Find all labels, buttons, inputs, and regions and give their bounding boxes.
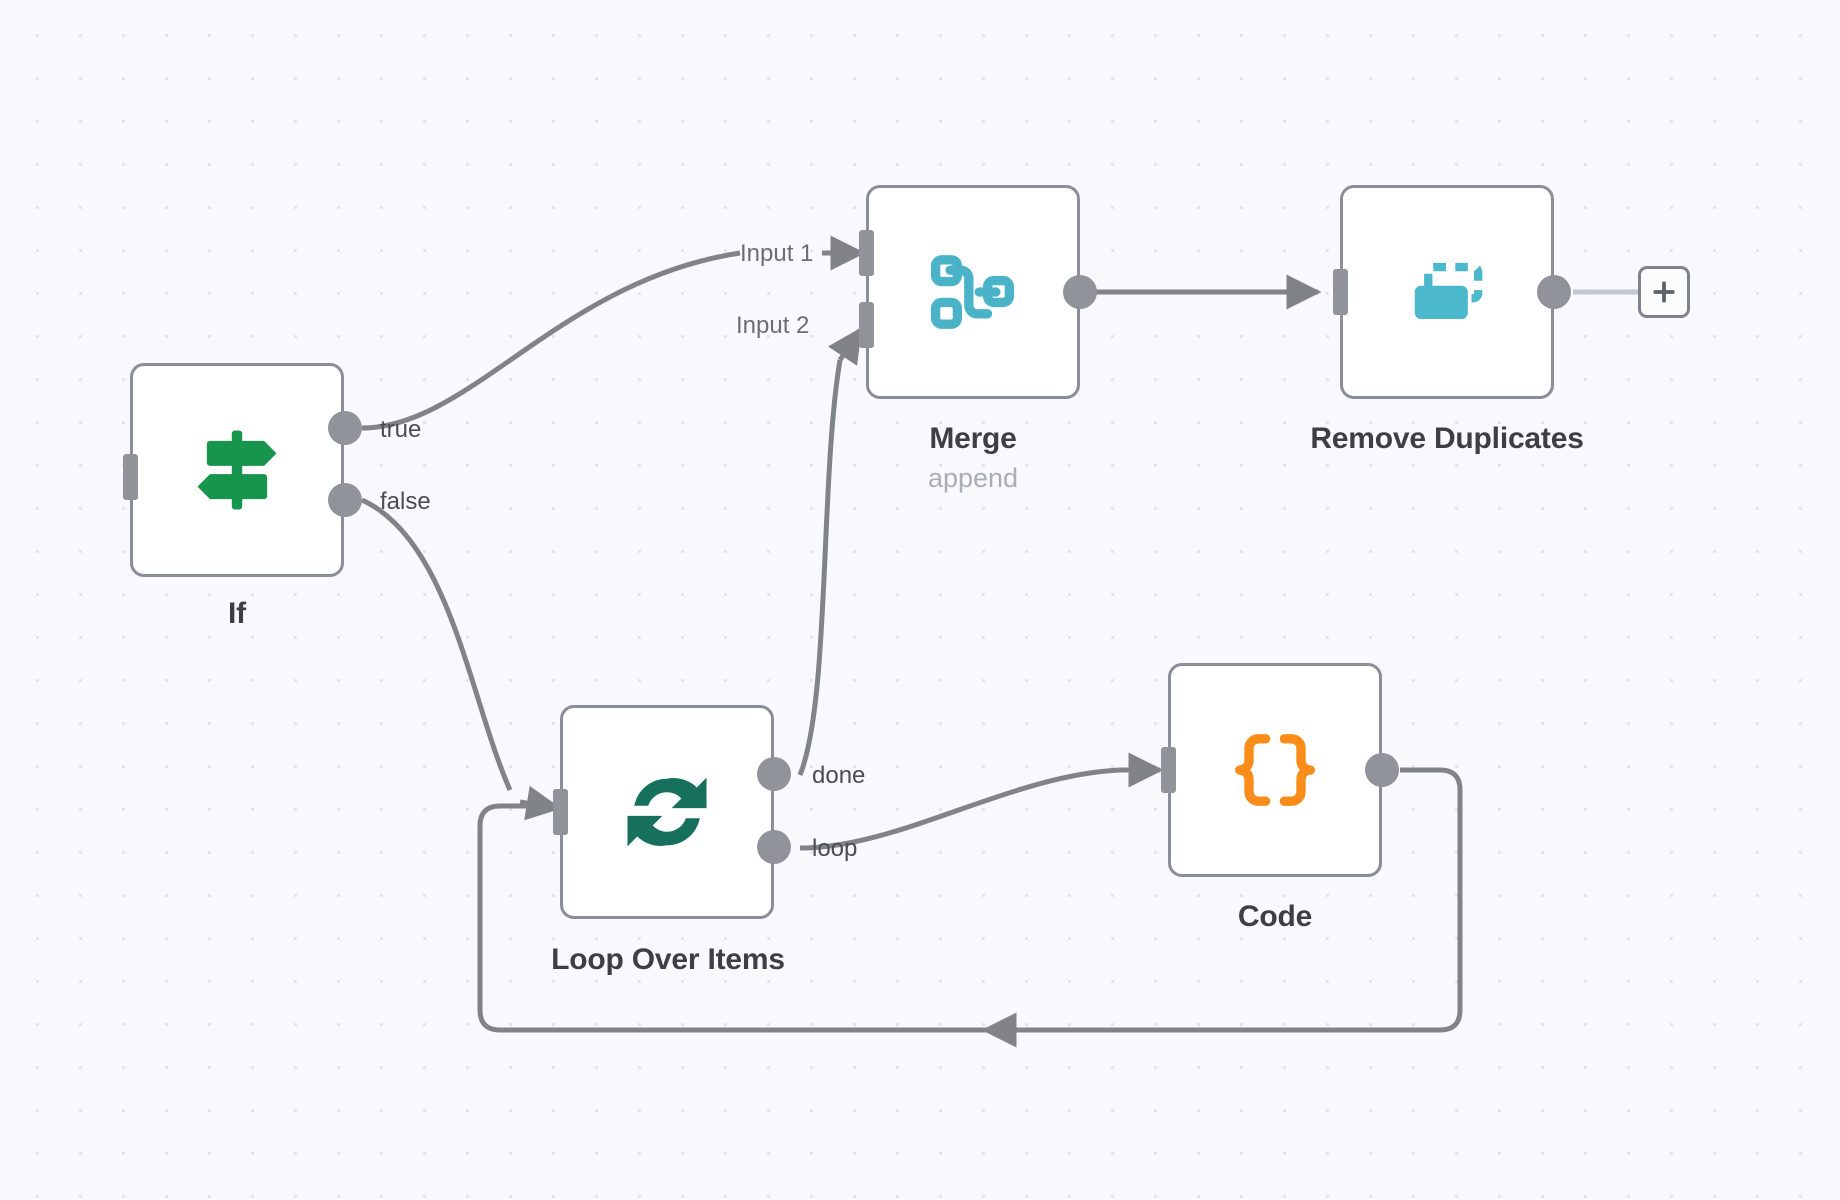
- node-if-output-false-label: false: [380, 488, 431, 515]
- edge-loop-done-to-merge-input2: [797, 359, 843, 776]
- node-loop-over-items-output-loop-label: loop: [812, 835, 858, 862]
- node-if-label: If: [228, 597, 246, 630]
- merge-tree-icon: [921, 240, 1025, 344]
- node-merge-label: Merge: [929, 422, 1017, 455]
- curly-braces-icon: [1223, 718, 1327, 822]
- node-code-input-port[interactable]: [1161, 747, 1176, 793]
- node-if-input-port[interactable]: [123, 454, 138, 500]
- node-loop-over-items-output-done-port[interactable]: [757, 757, 791, 791]
- node-merge-input1-label: Input 1: [740, 240, 814, 267]
- plus-icon: [1653, 281, 1675, 303]
- node-if-output-true-port[interactable]: [328, 411, 362, 445]
- node-if-output-false-port[interactable]: [328, 483, 362, 517]
- node-merge-input2-label: Input 2: [736, 312, 810, 339]
- node-remove-duplicates-output-port[interactable]: [1537, 275, 1571, 309]
- node-remove-duplicates[interactable]: [1340, 185, 1554, 399]
- node-remove-duplicates-label: Remove Duplicates: [1310, 422, 1584, 455]
- edge-arrowhead-merge-input2: [827, 327, 863, 366]
- node-merge-input2-port[interactable]: [859, 302, 874, 348]
- node-merge-sublabel: append: [927, 463, 1019, 493]
- node-loop-over-items-label: Loop Over Items: [551, 943, 785, 976]
- node-merge[interactable]: [866, 185, 1080, 399]
- node-loop-over-items-input-port[interactable]: [553, 789, 568, 835]
- node-merge-input1-port[interactable]: [859, 230, 874, 276]
- node-loop-over-items[interactable]: [560, 705, 774, 919]
- node-loop-over-items-output-loop-port[interactable]: [757, 830, 791, 864]
- signpost-icon: [185, 418, 289, 522]
- node-merge-output-port[interactable]: [1063, 275, 1097, 309]
- node-code-output-port[interactable]: [1365, 753, 1399, 787]
- node-if[interactable]: [130, 363, 344, 577]
- node-if-output-true-label: true: [380, 416, 422, 443]
- duplicate-rectangles-icon: [1395, 240, 1499, 344]
- edge-if-false-to-loop: [360, 497, 513, 792]
- node-remove-duplicates-input-port[interactable]: [1333, 269, 1348, 315]
- loop-arrows-icon: [615, 760, 719, 864]
- node-loop-over-items-output-done-label: done: [812, 762, 866, 789]
- edge-if-true-to-merge-input1: [361, 250, 741, 431]
- node-code-label: Code: [1237, 900, 1313, 933]
- node-code[interactable]: [1168, 663, 1382, 877]
- add-node-button[interactable]: [1638, 266, 1690, 318]
